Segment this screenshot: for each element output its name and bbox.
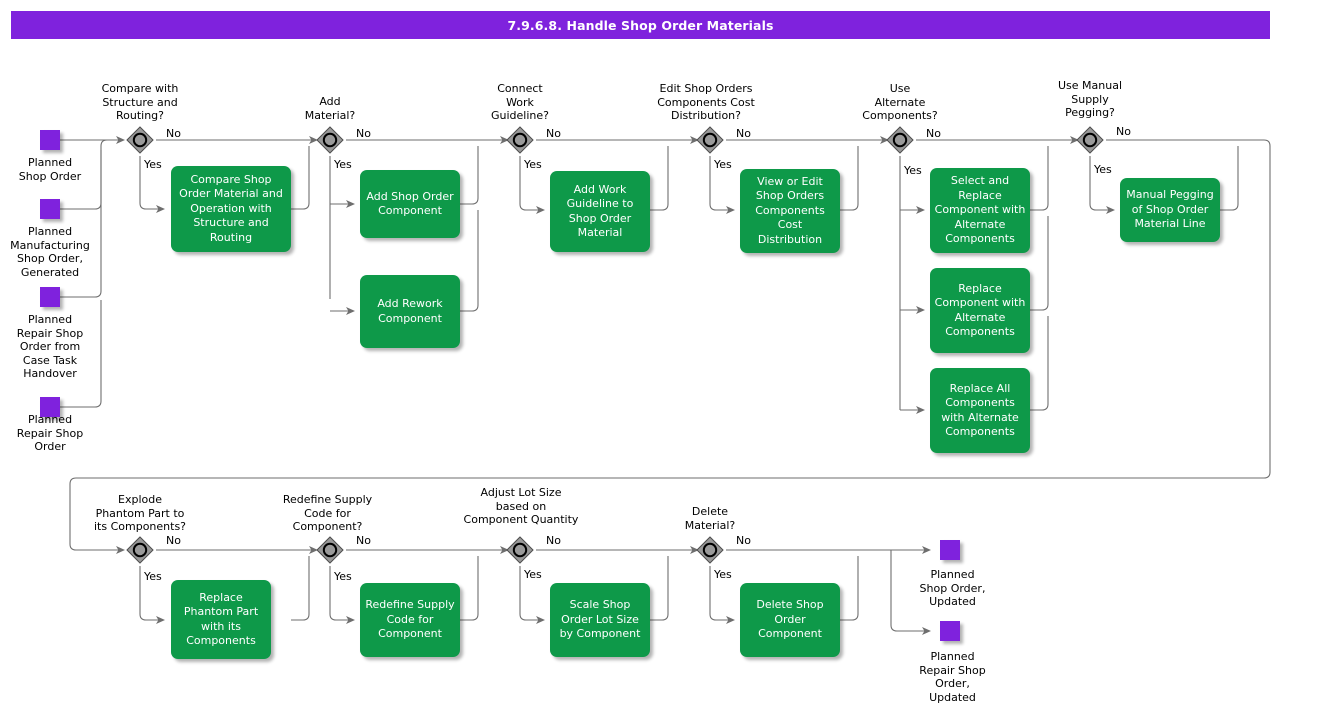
task-add-work-guideline[interactable]: Add Work Guideline to Shop Order Materia… [550, 171, 650, 252]
edge-label-adjust-lot-size-yes: Yes [524, 568, 542, 581]
state-label-planned-repair-shop-order: Planned Repair Shop Order [16, 413, 84, 453]
gateway-compare[interactable] [125, 125, 155, 155]
gateway-label-explode-phantom-part: Explode Phantom Part to its Components? [93, 493, 187, 533]
edge-label-redefine-supply-code-yes: Yes [334, 570, 352, 583]
task-label-replace-component: Replace Component with Alternate Compone… [934, 281, 1026, 339]
gateway-connect-work-guideline[interactable] [505, 125, 535, 155]
task-replace-all-components[interactable]: Replace All Components with Alternate Co… [930, 368, 1030, 453]
task-manual-pegging[interactable]: Manual Pegging of Shop Order Material Li… [1120, 178, 1220, 242]
gateway-use-alternate-components[interactable] [885, 125, 915, 155]
state-planned-repair-shop-order-updated[interactable] [940, 621, 960, 641]
gateway-label-add-material: Add Material? [304, 95, 356, 122]
edge-label-use-manual-supply-pegging-yes: Yes [1094, 163, 1112, 176]
task-label-view-edit-cost-distribution: View or Edit Shop Orders Components Cost… [755, 174, 825, 246]
task-label-manual-pegging: Manual Pegging of Shop Order Material Li… [1126, 188, 1214, 231]
gateway-edit-cost-distribution[interactable] [695, 125, 725, 155]
state-label-planned-shop-order: Planned Shop Order [18, 156, 82, 183]
task-label-add-rework-component: Add Rework Component [377, 297, 443, 325]
gateway-label-adjust-lot-size: Adjust Lot Size based on Component Quant… [463, 486, 579, 526]
gateway-label-use-alternate-components: Use Alternate Components? [862, 82, 938, 122]
task-add-rework-component[interactable]: Add Rework Component [360, 275, 460, 348]
task-redefine-supply-code[interactable]: Redefine Supply Code for Component [360, 583, 460, 657]
state-label-planned-repair-shop-order-updated: Planned Repair Shop Order, Updated [919, 650, 986, 704]
task-label-select-replace-component: Select and Replace Component with Altern… [934, 174, 1026, 246]
edge-label-connect-work-guideline-yes: Yes [524, 158, 542, 171]
edge-label-explode-phantom-part-yes: Yes [144, 570, 162, 583]
edge-label-use-alternate-components-yes: Yes [904, 164, 922, 177]
state-label-planned-shop-order-updated: Planned Shop Order, Updated [919, 568, 986, 608]
gateway-redefine-supply-code[interactable] [315, 535, 345, 565]
gateway-adjust-lot-size[interactable] [505, 535, 535, 565]
task-label-delete-shop-order-component: Delete Shop Order Component [756, 598, 824, 641]
edge-label-delete-material-yes: Yes [714, 568, 732, 581]
edge-label-edit-cost-distribution-no: No [736, 127, 751, 140]
gateway-add-material[interactable] [315, 125, 345, 155]
task-add-shop-order-component[interactable]: Add Shop Order Component [360, 170, 460, 238]
gateway-label-use-manual-supply-pegging: Use Manual Supply Pegging? [1057, 79, 1123, 119]
edge-label-add-material-yes: Yes [334, 158, 352, 171]
gateway-label-connect-work-guideline: Connect Work Guideline? [491, 82, 549, 122]
task-view-edit-cost-distribution[interactable]: View or Edit Shop Orders Components Cost… [740, 169, 840, 253]
task-label-replace-all-components: Replace All Components with Alternate Co… [941, 381, 1019, 439]
edge-label-delete-material-no: No [736, 534, 751, 547]
page-title: 7.9.6.8. Handle Shop Order Materials [11, 11, 1270, 39]
edge-label-explode-phantom-part-no: No [166, 534, 181, 547]
task-label-compare-shop-order-material: Compare Shop Order Material and Operatio… [179, 172, 283, 244]
edge-label-compare-yes: Yes [144, 158, 162, 171]
edge-label-redefine-supply-code-no: No [356, 534, 371, 547]
gateway-delete-material[interactable] [695, 535, 725, 565]
gateway-explode-phantom-part[interactable] [125, 535, 155, 565]
gateway-label-compare: Compare with Structure and Routing? [101, 82, 179, 122]
task-replace-phantom-part[interactable]: Replace Phantom Part with its Components [171, 580, 271, 659]
state-label-planned-repair-shop-order-from-case-task-handover: Planned Repair Shop Order from Case Task… [16, 313, 84, 380]
task-label-add-work-guideline: Add Work Guideline to Shop Order Materia… [566, 182, 634, 240]
state-planned-manufacturing-shop-order-generated[interactable] [40, 199, 60, 219]
state-planned-repair-shop-order-from-case-task-handover[interactable] [40, 287, 60, 307]
state-label-planned-manufacturing-shop-order-generated: Planned Manufacturing Shop Order, Genera… [10, 225, 90, 279]
gateway-label-delete-material: Delete Material? [684, 505, 736, 532]
state-planned-repair-shop-order[interactable] [40, 397, 60, 417]
task-delete-shop-order-component[interactable]: Delete Shop Order Component [740, 583, 840, 657]
state-planned-shop-order-updated[interactable] [940, 540, 960, 560]
task-replace-component[interactable]: Replace Component with Alternate Compone… [930, 268, 1030, 353]
task-label-redefine-supply-code: Redefine Supply Code for Component [365, 598, 455, 641]
task-label-replace-phantom-part: Replace Phantom Part with its Components [183, 590, 259, 648]
task-label-add-shop-order-component: Add Shop Order Component [366, 189, 454, 218]
edge-label-add-material-no: No [356, 127, 371, 140]
task-select-replace-component[interactable]: Select and Replace Component with Altern… [930, 168, 1030, 253]
gateway-label-edit-cost-distribution: Edit Shop Orders Components Cost Distrib… [657, 82, 755, 122]
task-scale-shop-order-lot-size[interactable]: Scale Shop Order Lot Size by Component [550, 583, 650, 657]
gateway-use-manual-supply-pegging[interactable] [1075, 125, 1105, 155]
edge-label-use-alternate-components-no: No [926, 127, 941, 140]
edge-label-compare-no: No [166, 127, 181, 140]
edge-label-edit-cost-distribution-yes: Yes [714, 158, 732, 171]
task-label-scale-shop-order-lot-size: Scale Shop Order Lot Size by Component [559, 598, 641, 641]
task-compare-shop-order-material[interactable]: Compare Shop Order Material and Operatio… [171, 166, 291, 252]
edge-label-connect-work-guideline-no: No [546, 127, 561, 140]
gateway-label-redefine-supply-code: Redefine Supply Code for Component? [282, 493, 373, 533]
edge-label-adjust-lot-size-no: No [546, 534, 561, 547]
edge-label-use-manual-supply-pegging-no: No [1116, 125, 1131, 138]
state-planned-shop-order[interactable] [40, 130, 60, 150]
